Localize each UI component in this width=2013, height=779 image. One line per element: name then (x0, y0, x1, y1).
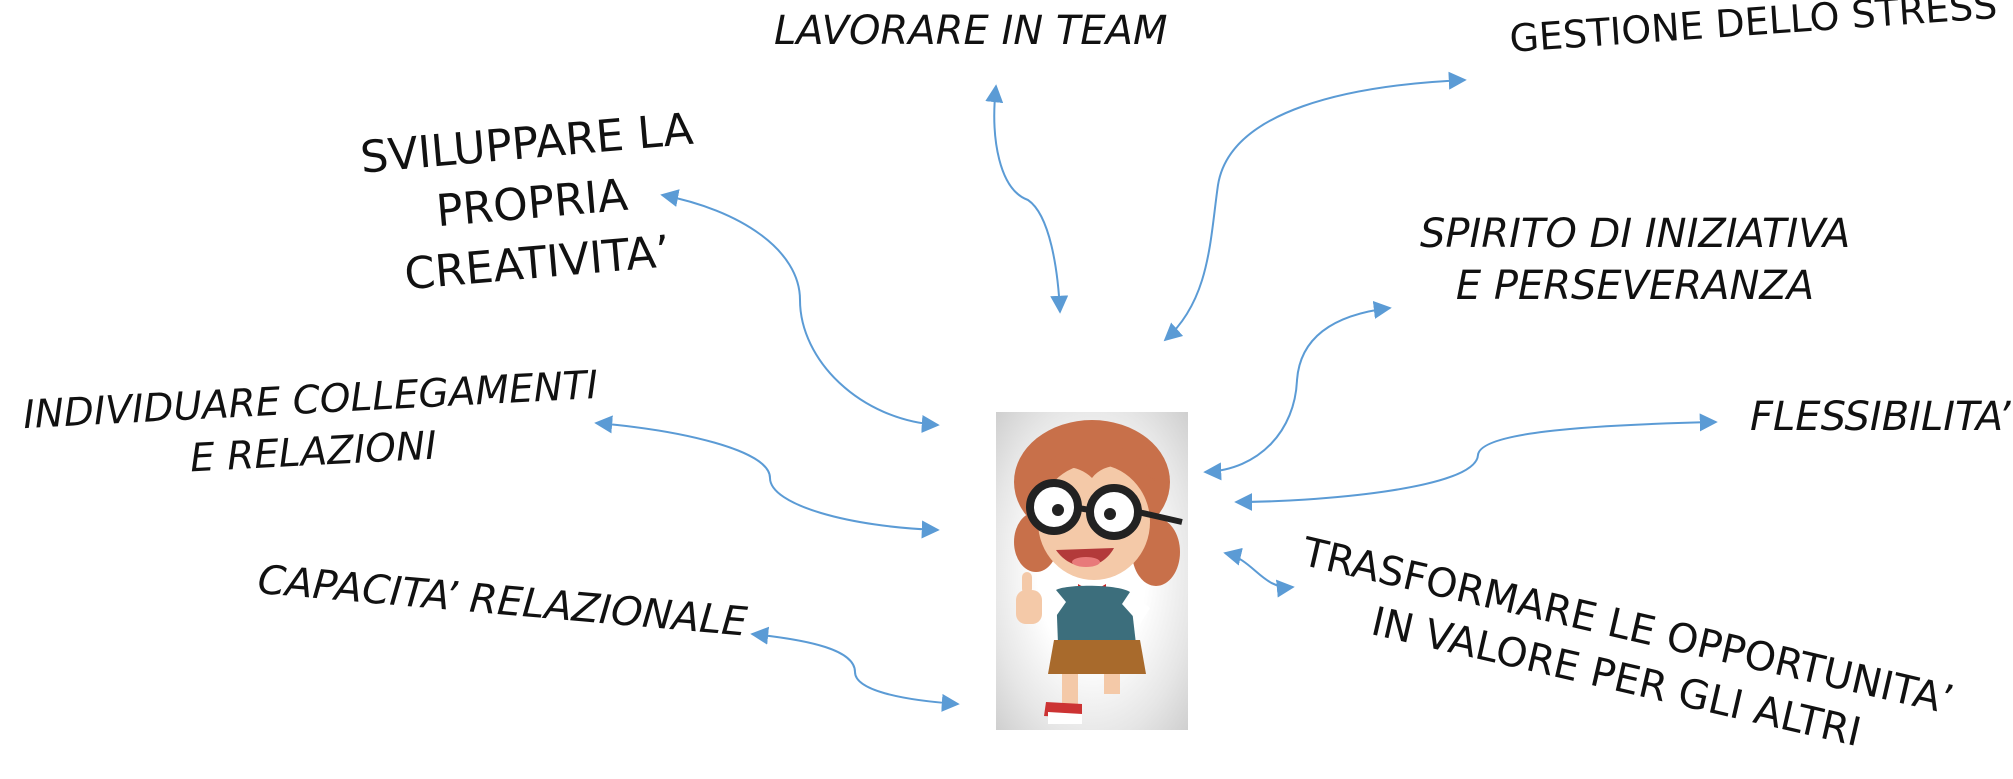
arrow-flessibilita (1234, 413, 1718, 511)
label-flessibilita: FLESSIBILITA’ (1750, 392, 2011, 442)
connector-arrows (594, 71, 1718, 712)
label-line: FLESSIBILITA’ (1750, 394, 2011, 440)
label-lavorare-in-team: LAVORARE IN TEAM (774, 6, 1167, 56)
arrow-stress (1163, 71, 1467, 342)
label-line: SPIRITO DI INIZIATIVA (1420, 211, 1851, 257)
label-iniziativa: SPIRITO DI INIZIATIVA E PERSEVERANZA (1420, 208, 1850, 312)
arrow-creativita (660, 189, 940, 433)
arrow-lavorare (985, 84, 1069, 314)
arrow-iniziativa (1203, 300, 1392, 481)
label-line: E PERSEVERANZA (1455, 263, 1815, 309)
label-creativita: SVILUPPARE LA PROPRIA CREATIVITA’ (355, 100, 709, 309)
arrow-relazionale (750, 626, 960, 712)
arrow-collegamenti (594, 415, 940, 539)
cartoon-girl-icon (1014, 420, 1183, 724)
arrow-trasformare (1223, 547, 1295, 598)
cartoon-girl-figure (996, 412, 1188, 730)
label-line: LAVORARE IN TEAM (774, 8, 1168, 54)
